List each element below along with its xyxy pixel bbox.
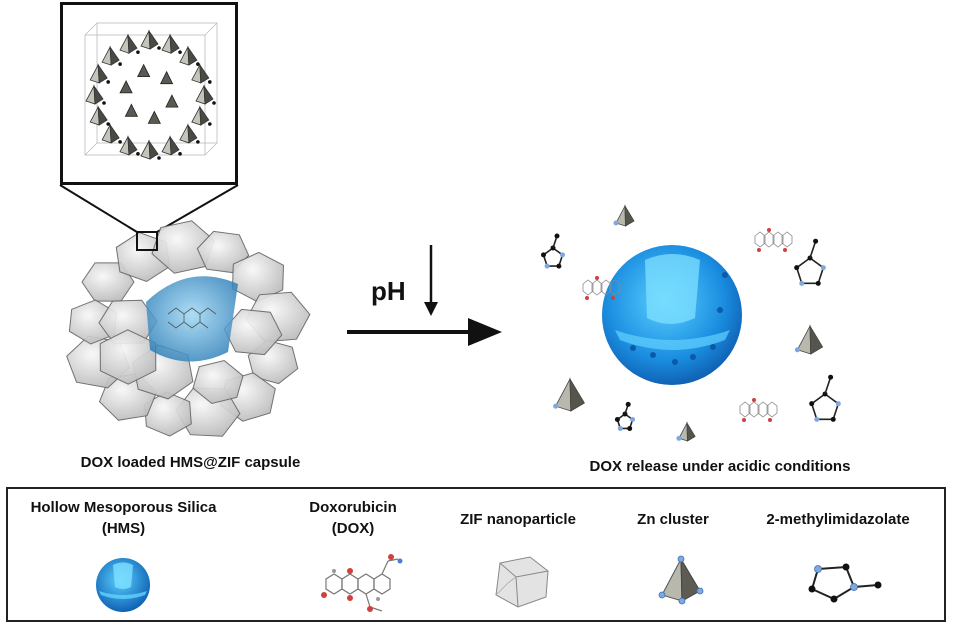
ph-label: pH (371, 276, 406, 306)
framework-tetrahedron (161, 33, 182, 54)
legend-label-mim: 2-methylimidazolate (738, 509, 938, 530)
framework-tetrahedron (140, 139, 161, 160)
framework-tetrahedron (147, 110, 161, 124)
zn-tetrahedron-icon (658, 555, 704, 605)
silica-core-cutaway (146, 276, 238, 362)
right-caption: DOX release under acidic conditions (589, 458, 851, 475)
legend-label-dox: Doxorubicin (DOX) (288, 497, 418, 539)
released-zn-cluster (676, 421, 696, 442)
left-caption: DOX loaded HMS@ZIF capsule (80, 454, 301, 471)
framework-tetrahedron (119, 80, 133, 94)
released-imidazolate (809, 374, 841, 422)
legend: Hollow Mesoporous Silica (HMS) Doxorubic… (6, 487, 946, 622)
released-state (540, 204, 841, 442)
released-zn-cluster (794, 324, 824, 355)
framework-tetrahedron (179, 45, 200, 66)
framework-tetrahedron (89, 105, 110, 126)
ph-decrease-arrow (424, 245, 438, 316)
framework-tetrahedron (191, 63, 212, 84)
framework-tetrahedron (191, 105, 212, 126)
framework-tetrahedron (195, 84, 216, 105)
doxorubicin-molecule-icon (321, 554, 403, 612)
legend-label-hms: Hollow Mesoporous Silica (HMS) (16, 497, 231, 539)
framework-tetrahedron (159, 70, 174, 85)
legend-dox-line1: Doxorubicin (309, 499, 397, 516)
framework-tetrahedron (89, 63, 110, 84)
released-doxorubicin (582, 276, 621, 300)
released-doxorubicin (739, 398, 778, 422)
framework-tetrahedron (124, 103, 139, 117)
framework-tetrahedron (165, 94, 179, 108)
framework-tetrahedron (137, 63, 151, 77)
legend-mim-line1: 2-methylimidazolate (766, 511, 910, 528)
zif-facet (192, 359, 244, 405)
framework-tetrahedron (179, 123, 200, 144)
hms-zif-capsule (66, 220, 311, 437)
framework-tetrahedron (101, 45, 122, 66)
hms-cutaway (645, 254, 700, 324)
reaction-arrow (347, 318, 502, 346)
zif-crystal-structure-inset (60, 2, 238, 185)
zoom-marker (136, 231, 158, 251)
dox-in-core (167, 307, 217, 329)
framework-tetrahedron (140, 29, 161, 50)
framework-tetrahedron (161, 135, 182, 156)
zif-facet (196, 230, 250, 274)
legend-label-zif: ZIF nanoparticle (438, 509, 598, 530)
zif-polyhedron-icon (495, 556, 549, 608)
legend-hms-line1: Hollow Mesoporous Silica (30, 499, 217, 516)
legend-zif-line1: ZIF nanoparticle (460, 511, 576, 528)
hollow-silica-sphere-icon (96, 558, 150, 612)
released-doxorubicin (754, 228, 793, 252)
legend-hms-line2: (HMS) (101, 520, 146, 537)
released-imidazolate (540, 233, 566, 269)
framework-tetrahedron (85, 84, 106, 105)
legend-dox-line2: (DOX) (331, 520, 375, 537)
legend-label-zn: Zn cluster (618, 509, 728, 530)
released-imidazolate (614, 401, 636, 431)
imidazolate-ring-icon (808, 563, 882, 603)
released-imidazolate (794, 238, 826, 286)
framework-tetrahedron (119, 33, 140, 54)
legend-zn-line1: Zn cluster (637, 511, 709, 528)
zif-framework-structure (84, 22, 218, 160)
framework-tetrahedron (119, 135, 140, 156)
framework-tetrahedron (101, 123, 122, 144)
released-zn-cluster (613, 204, 635, 227)
released-zn-cluster (553, 377, 585, 412)
